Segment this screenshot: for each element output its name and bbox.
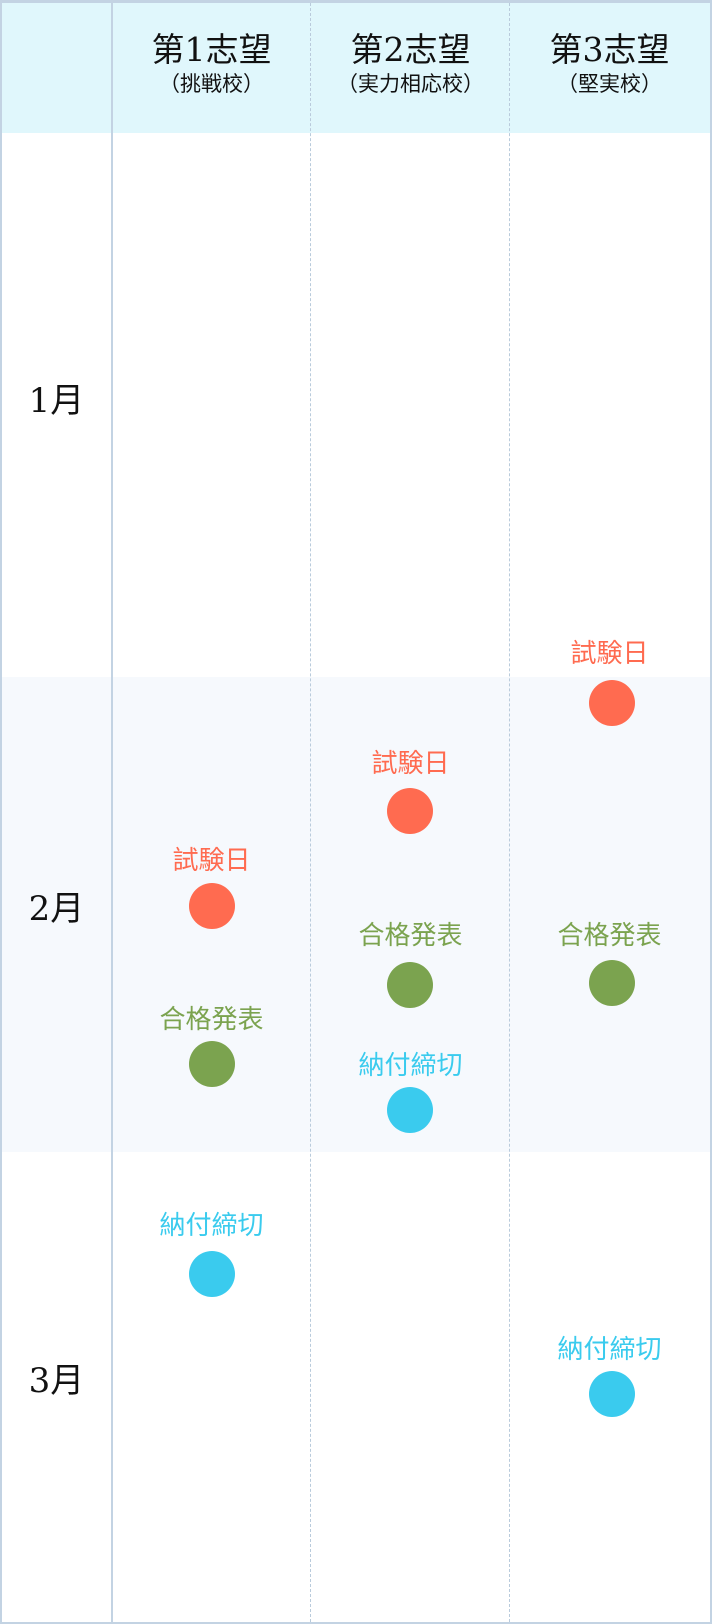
exam-date-marker bbox=[189, 883, 235, 929]
result-announcement-marker bbox=[589, 960, 635, 1006]
result-announcement-marker bbox=[189, 1041, 235, 1087]
exam-date-marker bbox=[589, 680, 635, 726]
payment-deadline-marker bbox=[387, 1087, 433, 1133]
month-label-mar: 3月 bbox=[28, 1361, 85, 1401]
column-divider bbox=[310, 3, 311, 1622]
exam-date-marker bbox=[387, 788, 433, 834]
payment-deadline-label: 納付締切 bbox=[557, 1335, 662, 1365]
column-title: 第2志望 bbox=[350, 30, 471, 69]
result-announcement-label: 合格発表 bbox=[557, 921, 662, 951]
exam-date-label: 試験日 bbox=[371, 749, 450, 779]
column-subtitle: （挑戦校） bbox=[159, 72, 264, 96]
column-header-1: 第1志望 （挑戦校） bbox=[112, 30, 311, 98]
result-announcement-label: 合格発表 bbox=[159, 1005, 264, 1035]
payment-deadline-marker bbox=[589, 1371, 635, 1417]
exam-date-label: 試験日 bbox=[570, 639, 649, 669]
february-band bbox=[2, 677, 710, 1152]
column-title: 第1志望 bbox=[151, 30, 272, 69]
column-divider bbox=[509, 3, 510, 1622]
result-announcement-label: 合格発表 bbox=[358, 921, 463, 951]
column-divider bbox=[111, 3, 113, 1622]
payment-deadline-marker bbox=[189, 1251, 235, 1297]
month-label-feb: 2月 bbox=[28, 889, 85, 929]
column-header-3: 第3志望 （堅実校） bbox=[510, 30, 709, 98]
column-subtitle: （実力相応校） bbox=[337, 72, 484, 96]
exam-date-label: 試験日 bbox=[172, 846, 251, 876]
month-label-jan: 1月 bbox=[28, 381, 85, 421]
payment-deadline-label: 納付締切 bbox=[358, 1051, 463, 1081]
column-subtitle: （堅実校） bbox=[557, 72, 662, 96]
header-row bbox=[2, 3, 710, 133]
column-header-2: 第2志望 （実力相応校） bbox=[311, 30, 510, 98]
payment-deadline-label: 納付締切 bbox=[159, 1211, 264, 1241]
result-announcement-marker bbox=[387, 962, 433, 1008]
column-title: 第3志望 bbox=[549, 30, 670, 69]
